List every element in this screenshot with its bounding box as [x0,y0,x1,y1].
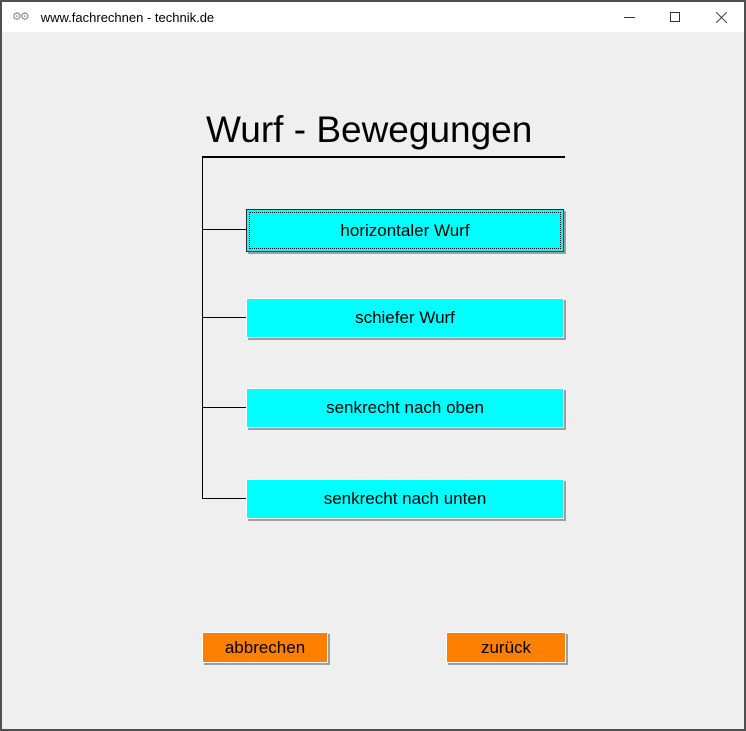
menu-button-label: horizontaler Wurf [340,220,470,240]
tree-connector-line [203,498,247,499]
menu-button-schiefer-wurf[interactable]: schiefer Wurf [246,298,564,338]
close-button[interactable] [698,2,744,32]
minimize-button[interactable] [606,2,652,32]
back-button-label: zurück [480,637,532,657]
title-underline [202,156,565,158]
cancel-button[interactable]: abbrechen [202,632,328,663]
menu-button-label: senkrecht nach unten [323,489,487,508]
cancel-button-label: abbrechen [224,637,306,657]
menu-button-senkrecht-nach-oben[interactable]: senkrecht nach oben [246,388,564,428]
menu-button-senkrecht-nach-unten[interactable]: senkrecht nach unten [246,479,564,519]
page-title: Wurf - Bewegungen [206,109,533,150]
close-icon [715,11,728,24]
menu-button-label: senkrecht nach oben [326,398,484,417]
tree-vertical-line [202,158,203,499]
maximize-icon [670,12,680,22]
minimize-icon [623,16,635,18]
client-area: Wurf - Bewegungen horizontaler Wurf schi… [2,32,744,729]
window-title: www.fachrechnen - technik.de [40,9,215,25]
back-button[interactable]: zurück [446,632,566,663]
app-gears-icon: ⚙⚙ [12,10,30,23]
maximize-button[interactable] [652,2,698,32]
tree-connector-line [203,407,247,408]
menu-button-horizontaler-wurf[interactable]: horizontaler Wurf [246,209,564,252]
titlebar: ⚙⚙ www.fachrechnen - technik.de [2,2,744,32]
tree-connector-line [203,229,247,230]
tree-connector-line [203,317,247,318]
menu-button-label: schiefer Wurf [355,308,455,327]
